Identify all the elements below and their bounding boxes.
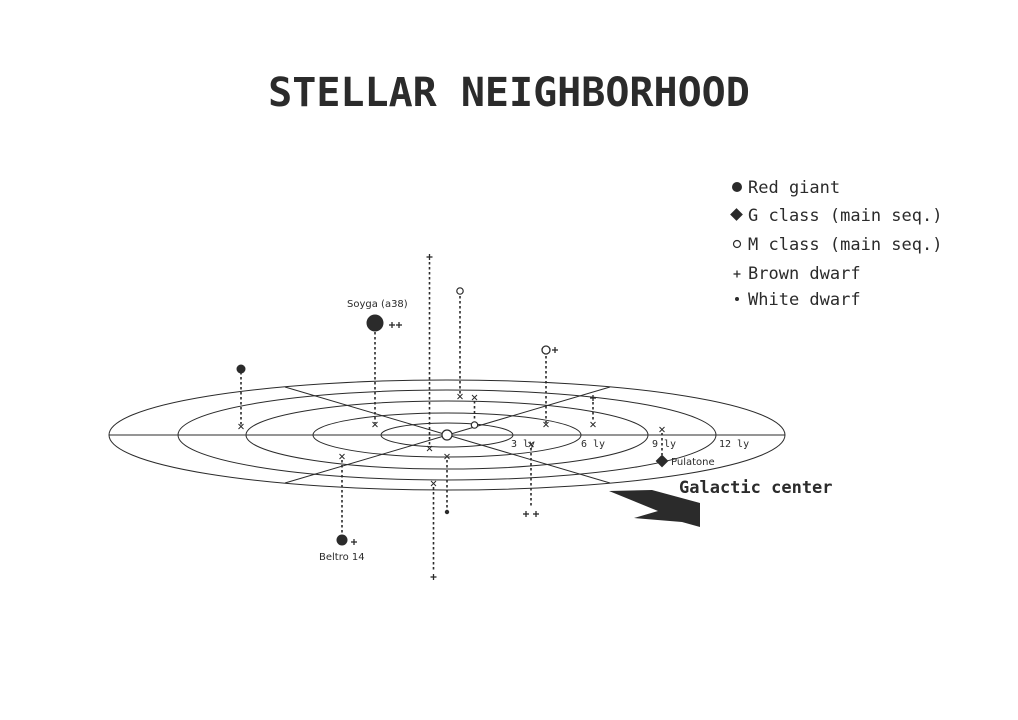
brown-dwarf-pair: [523, 511, 539, 517]
plane-cross-mark: [444, 453, 450, 460]
page-title: STELLAR NEIGHBORHOOD: [268, 70, 750, 116]
ring-label-6ly: 6 ly: [581, 439, 605, 450]
brown-dwarf-pair: [389, 322, 402, 328]
plane-cross-mark: [528, 441, 534, 448]
m-class-star: [470, 421, 479, 429]
legend-label: Brown dwarf: [748, 264, 861, 284]
ring-label-3ly: 3 ly: [511, 439, 535, 450]
brown-dwarf-star: [430, 574, 437, 580]
beltro-red-giant-star: [336, 534, 348, 546]
galactic-plane: [108, 379, 786, 491]
brown-dwarf-star: [351, 539, 357, 545]
ring-label-9ly: 9 ly: [652, 439, 676, 450]
plane-cross-mark: [543, 421, 549, 428]
plane-cross-mark: [659, 426, 665, 433]
legend-item-white-dwarf: White dwarf: [735, 290, 861, 310]
pulatone-g-class-star: [655, 454, 669, 468]
legend-label: White dwarf: [748, 290, 861, 310]
m-class-star: [456, 287, 464, 295]
legend-item-g-class: G class (main seq.): [730, 206, 942, 226]
m-class-circle-icon: [732, 239, 742, 249]
legend: Red giant G class (main seq.) M class (m…: [730, 178, 942, 310]
plane-cross-mark: [372, 421, 378, 428]
ring-label-12ly: 12 ly: [719, 439, 749, 450]
plane-cross-mark: [238, 423, 244, 430]
brown-dwarf-star: [552, 347, 558, 353]
plane-cross-mark: [426, 445, 433, 452]
galactic-center-label: Galactic center: [679, 478, 833, 498]
m-class-star: [541, 345, 551, 355]
plane-cross-mark: [457, 393, 463, 400]
legend-item-brown-dwarf: Brown dwarf: [733, 264, 861, 284]
plane-cross-mark: [339, 453, 345, 460]
legend-item-m-class: M class (main seq.): [732, 235, 942, 255]
brown-dwarf-star: [426, 254, 433, 260]
red-giant-icon: [732, 182, 742, 192]
red-giant-star: [236, 364, 246, 374]
star-label-beltro: Beltro 14: [319, 552, 365, 563]
star-label-pulatone: Pulatone: [671, 457, 715, 468]
star-label-soyga: Soyga (a38): [347, 299, 408, 310]
legend-label: Red giant: [748, 178, 840, 198]
legend-label: G class (main seq.): [748, 206, 942, 226]
brown-dwarf-plus-icon: [733, 270, 741, 278]
legend-label: M class (main seq.): [748, 235, 942, 255]
white-dwarf-dot-icon: [735, 297, 739, 301]
brown-dwarf-star: [590, 395, 596, 401]
g-class-diamond-icon: [730, 208, 743, 221]
white-dwarf-star: [444, 509, 450, 515]
galactic-center-arrow-icon: [609, 490, 700, 527]
legend-item-red-giant: Red giant: [732, 178, 840, 198]
sun-marker: [441, 429, 453, 441]
plane-cross-mark: [471, 394, 478, 401]
plane-cross-mark: [590, 421, 596, 428]
plane-cross-mark: [430, 480, 437, 487]
soyga-red-giant-star: [366, 314, 384, 332]
